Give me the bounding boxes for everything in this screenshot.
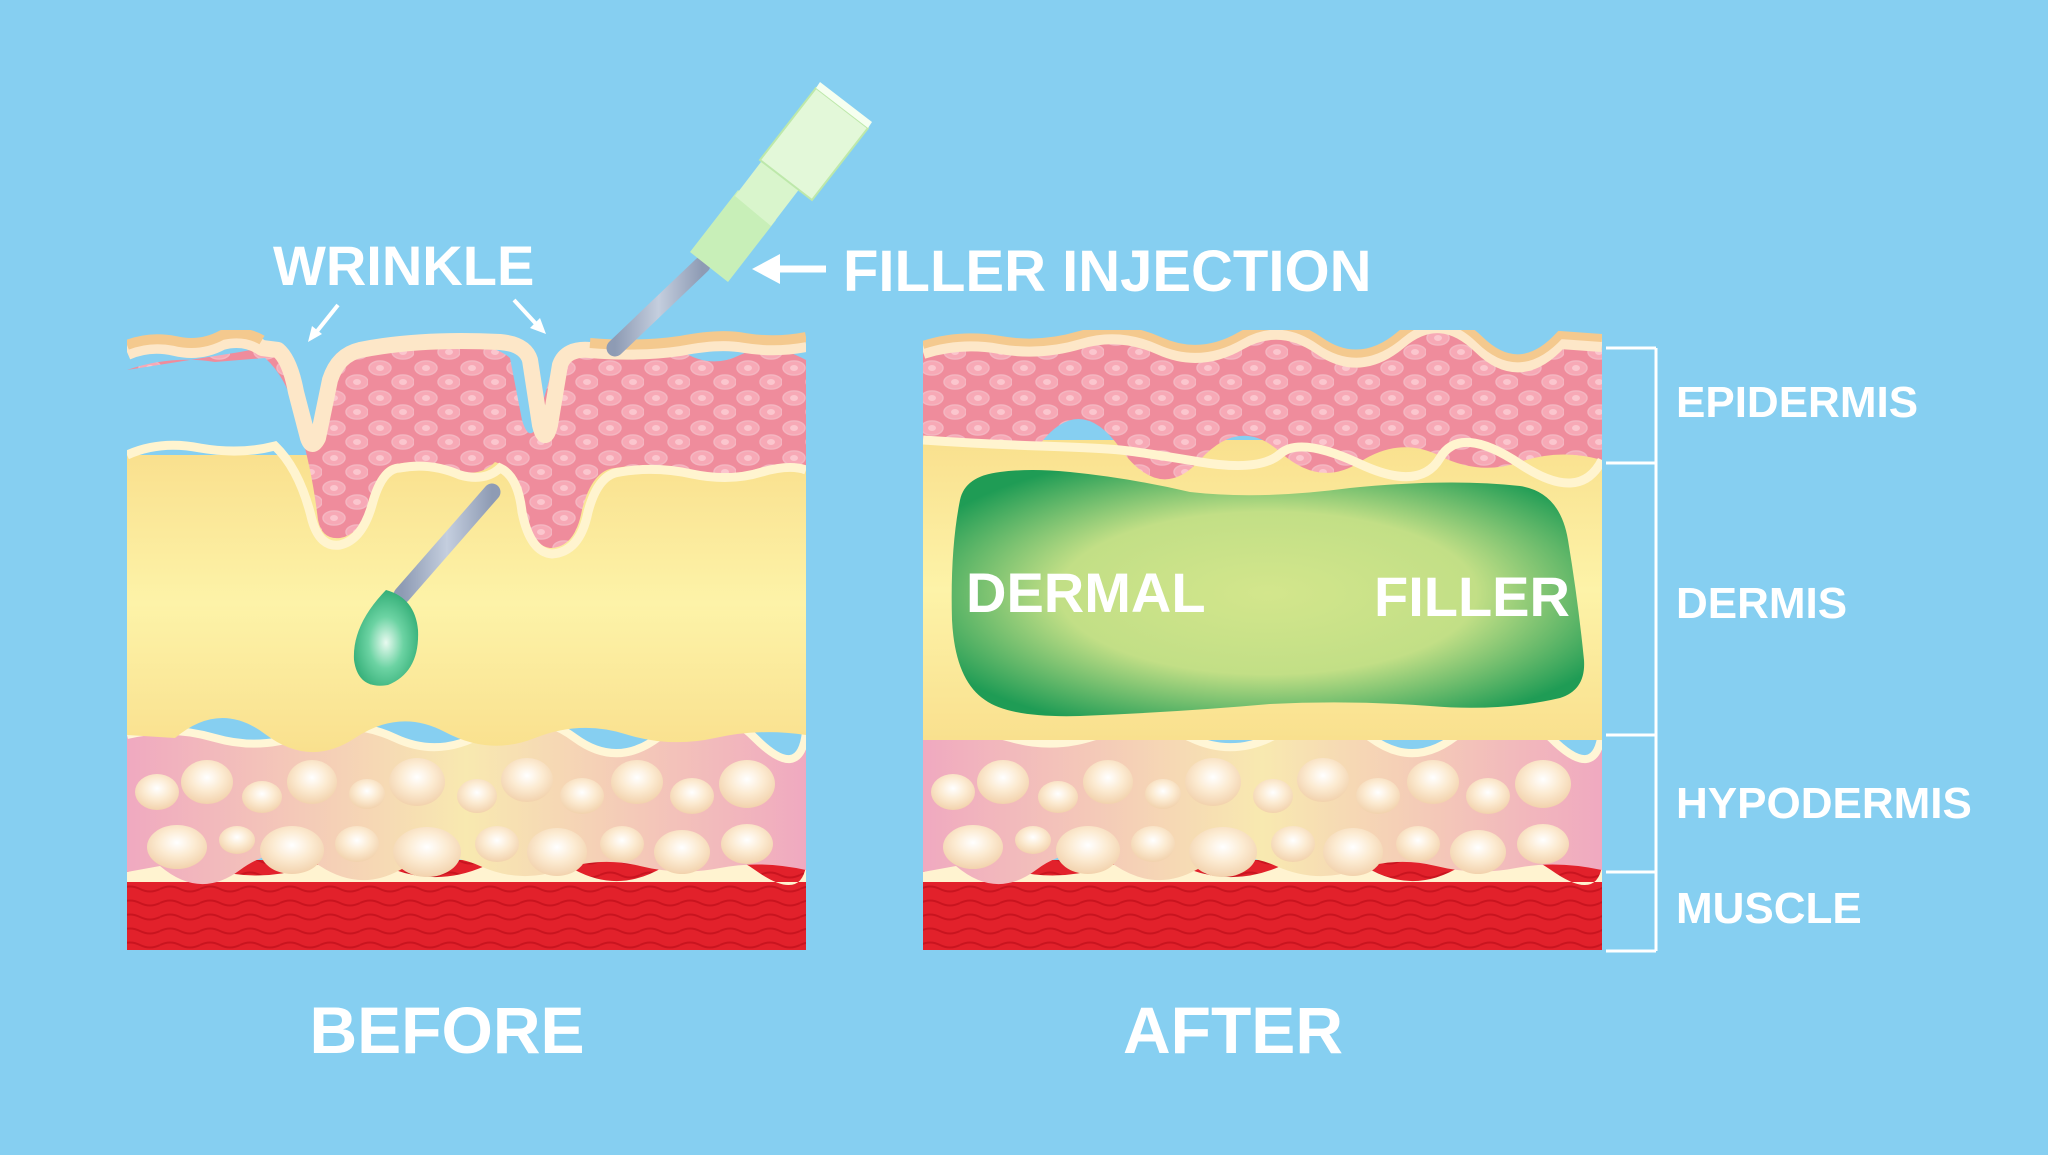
before-panel — [127, 330, 806, 950]
layer-bracket — [1606, 346, 1658, 953]
dermis-layer — [127, 455, 806, 753]
dermal-word: DERMAL — [966, 561, 1206, 624]
layer-label-muscle: MUSCLE — [1676, 884, 1862, 933]
filler-word: FILLER — [1374, 565, 1570, 628]
wrinkle-label: WRINKLE — [273, 234, 534, 297]
arrow-right-icon — [512, 298, 540, 328]
dermal-filler-blob — [951, 470, 1585, 717]
wrinkle-arrows — [308, 298, 546, 342]
layer-label-epidermis: EPIDERMIS — [1676, 378, 1918, 427]
after-caption: AFTER — [1123, 993, 1343, 1067]
layer-label-hypodermis: HYPODERMIS — [1676, 779, 1972, 828]
filler-droplet — [353, 590, 419, 686]
after-panel: DERMAL FILLER — [923, 330, 1602, 950]
filler-injection-label: FILLER INJECTION — [843, 239, 1371, 304]
arrow-left-icon — [312, 303, 340, 337]
before-caption: BEFORE — [309, 993, 584, 1067]
filler-injection-arrow-icon — [752, 254, 826, 284]
needle — [606, 256, 711, 357]
epidermis-layer — [923, 330, 1602, 480]
syringe — [606, 82, 872, 357]
needle-tip — [353, 483, 501, 686]
layer-label-dermis: DERMIS — [1676, 579, 1847, 628]
